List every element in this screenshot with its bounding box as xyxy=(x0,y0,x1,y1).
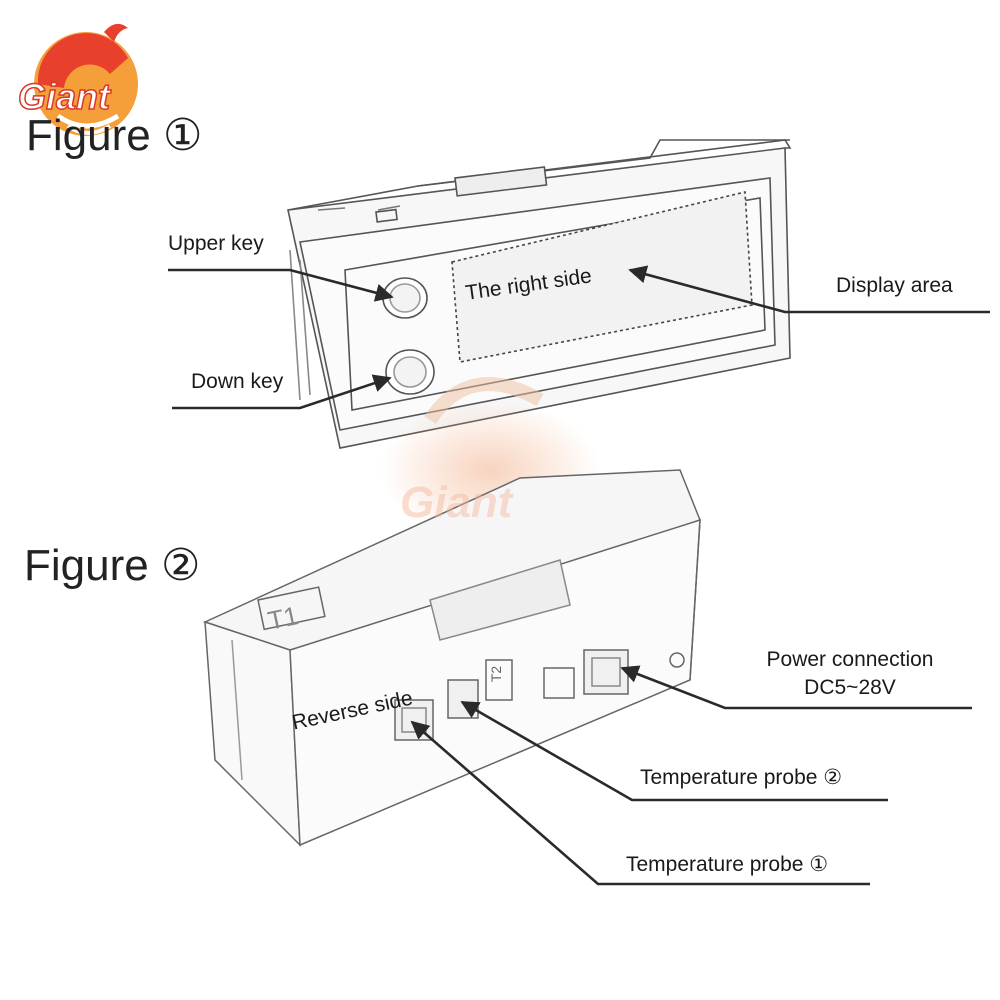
front-device xyxy=(287,139,792,449)
display-window xyxy=(451,191,753,363)
rear-device xyxy=(202,469,701,847)
down-key-label: Down key xyxy=(191,370,284,393)
upper-key-leader xyxy=(168,268,394,302)
probe2-leader xyxy=(460,700,888,802)
t2-mark: T2 xyxy=(488,665,505,683)
down-key-leader xyxy=(172,374,392,410)
figure1-title: Figure ① xyxy=(26,111,203,160)
power-connection-label: Power connection DC5~28V xyxy=(750,646,950,702)
logo-mark xyxy=(34,23,138,136)
display-area-leader xyxy=(628,265,990,314)
probe2-label: Temperature probe ② xyxy=(640,766,843,789)
power-connection-line2: DC5~28V xyxy=(804,676,896,699)
power-connection-line1: Power connection xyxy=(766,648,934,671)
figure2-title: Figure ② xyxy=(24,541,201,590)
logo-text: Giant xyxy=(17,75,111,118)
probe2-connector xyxy=(447,679,479,719)
probe1-leader xyxy=(410,720,870,886)
power-leader xyxy=(620,665,972,710)
upper-key-label: Upper key xyxy=(168,232,264,255)
watermark-text: Giant xyxy=(400,478,513,527)
probe1-label: Temperature probe ① xyxy=(626,853,829,876)
t1-mark: T1 xyxy=(265,600,302,636)
rear-face xyxy=(204,620,301,847)
display-area-label: Display area xyxy=(836,274,953,297)
power-connector xyxy=(583,649,629,695)
leader-lines xyxy=(168,265,990,886)
brand-logo: Giant xyxy=(17,16,158,146)
